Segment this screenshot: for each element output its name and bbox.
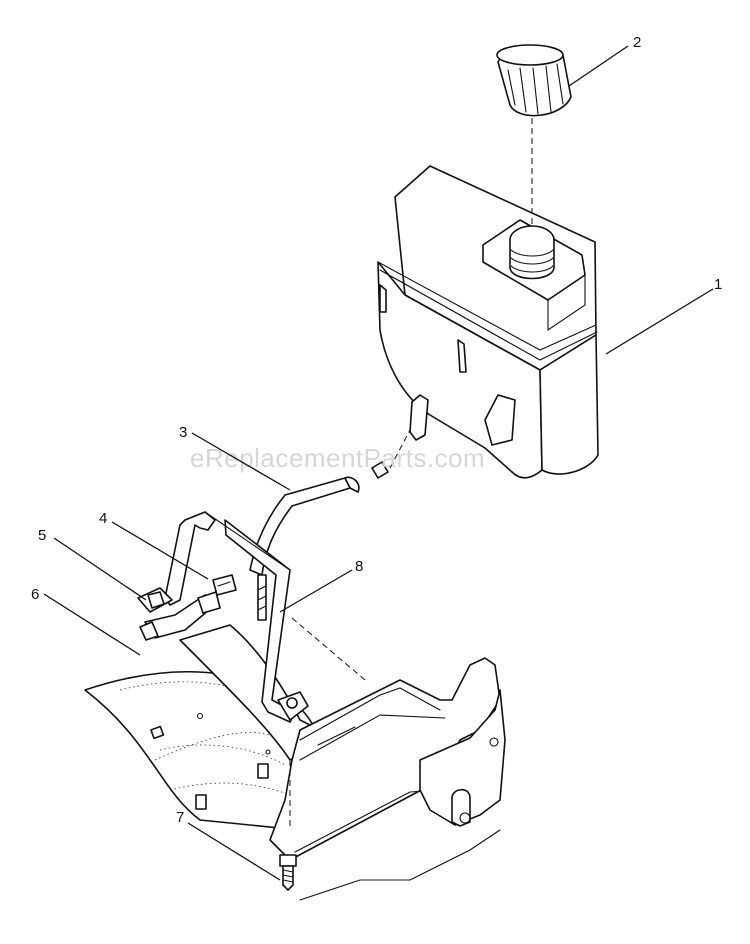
callout-6: 6: [31, 586, 39, 603]
callout-1: 1: [714, 276, 722, 293]
fuel-cap-icon: [496, 44, 572, 225]
bracket-icon: [137, 511, 309, 723]
leader-4: [111, 521, 209, 580]
nut-icon: [147, 591, 165, 609]
callout-4: 4: [99, 510, 107, 527]
watermark-text: eReplacementParts.com: [190, 443, 485, 473]
callout-7: 7: [176, 809, 184, 826]
callout-2: 2: [633, 34, 641, 51]
hose-clamp-icon: [212, 574, 237, 596]
fuel-tank-icon: [377, 165, 599, 479]
fitting-icon: [139, 591, 221, 641]
callout-labels: 1 2 3 4 5 6 7 8: [31, 34, 722, 826]
leader-lines: [43, 45, 714, 881]
callout-8: 8: [355, 558, 363, 575]
leader-2: [568, 45, 629, 87]
leader-1: [605, 288, 714, 355]
screw-icon: [279, 854, 297, 891]
callout-3: 3: [179, 424, 187, 441]
leader-5: [53, 537, 147, 601]
leader-7: [187, 822, 281, 881]
leader-8: [279, 569, 353, 613]
leader-3: [191, 432, 291, 491]
callout-5: 5: [38, 527, 46, 544]
deck-frame: [84, 617, 506, 901]
leader-6: [43, 593, 141, 656]
